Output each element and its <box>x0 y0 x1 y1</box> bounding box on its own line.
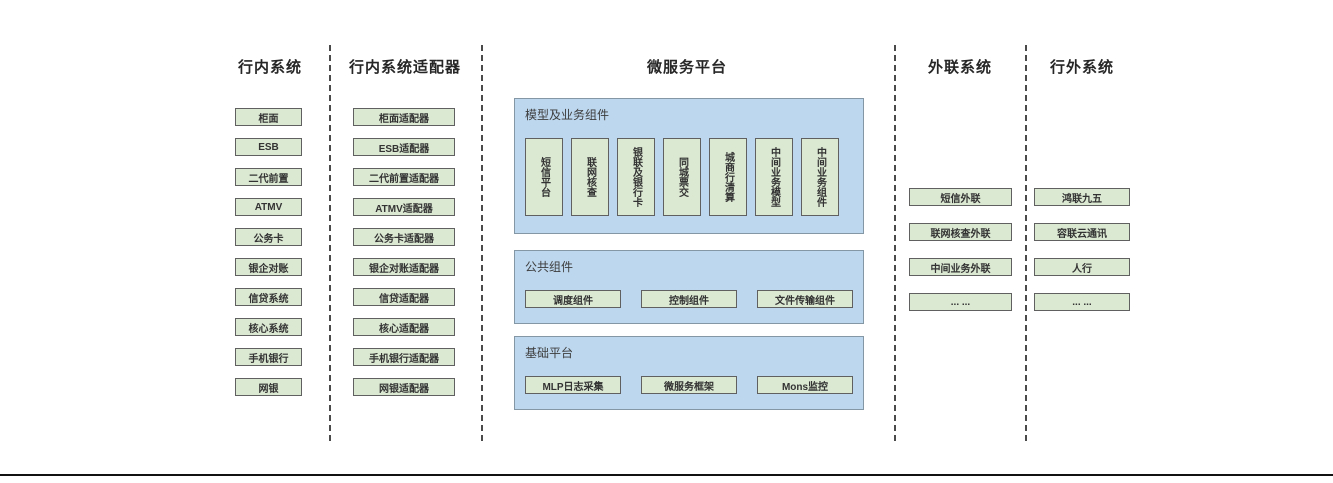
adapter-box: 网银适配器 <box>353 378 455 396</box>
common-component-box: 控制组件 <box>641 290 737 308</box>
adapter-box: ATMV适配器 <box>353 198 455 216</box>
panel-model-business-components: 模型及业务组件 短信平台联网核查银联及银行卡同城票交城商行清算中间业务模型中间业… <box>514 98 864 234</box>
column-header-internal-adapters: 行内系统适配器 <box>348 59 461 76</box>
internal-adapters-list: 柜面适配器 ESB适配器二代前置适配器 ATMV适配器公务卡适配器银企对账适配器信贷… <box>353 108 455 396</box>
adapter-box: 核心适配器 <box>353 318 455 336</box>
internal-system-box: 信贷系统 <box>235 288 302 306</box>
internal-system-box: 二代前置 <box>235 168 302 186</box>
adapter-box: 信贷适配器 <box>353 288 455 306</box>
column-divider-4 <box>1025 45 1027 443</box>
base-platform-box: 微服务框架 <box>641 376 737 394</box>
base-platform-list: MLP日志采集 微服务框架 Mons监控 <box>525 376 853 394</box>
internal-systems-list: 柜面 ESB 二代前置 ATMV 公务卡银企对账信贷系统核心系统手机银行网银 <box>235 108 302 396</box>
external-link-box: 中间业务外联 <box>909 258 1012 276</box>
outside-system-box: ... ... <box>1034 293 1130 311</box>
external-link-box: 短信外联 <box>909 188 1012 206</box>
adapter-box: 银企对账适配器 <box>353 258 455 276</box>
outside-system-box: 鸿联九五 <box>1034 188 1130 206</box>
internal-system-box: 公务卡 <box>235 228 302 246</box>
business-component-box: 联网核查 <box>571 138 609 216</box>
panel-label-model-business-components: 模型及业务组件 <box>525 108 610 122</box>
internal-system-box: 银企对账 <box>235 258 302 276</box>
adapter-box: 手机银行适配器 <box>353 348 455 366</box>
outside-system-box: 人行 <box>1034 258 1130 276</box>
column-divider-2 <box>481 45 483 443</box>
business-component-box: 中间业务模型 <box>755 138 793 216</box>
business-component-box: 城商行清算 <box>709 138 747 216</box>
internal-system-box: 网银 <box>235 378 302 396</box>
internal-system-box: 核心系统 <box>235 318 302 336</box>
common-component-box: 调度组件 <box>525 290 621 308</box>
external-link-box: 联网核查外联 <box>909 223 1012 241</box>
column-header-internal-systems: 行内系统 <box>237 59 302 76</box>
outside-system-box: 容联云通讯 <box>1034 223 1130 241</box>
internal-system-box: ESB <box>235 138 302 156</box>
external-link-systems-list: 短信外联联网核查外联中间业务外联 ... ... <box>909 188 1012 311</box>
internal-system-box: ATMV <box>235 198 302 216</box>
internal-system-box: 柜面 <box>235 108 302 126</box>
panel-label-base-platform: 基础平台 <box>525 346 574 360</box>
base-platform-box: MLP日志采集 <box>525 376 621 394</box>
panel-base-platform: 基础平台 MLP日志采集 微服务框架 Mons监控 <box>514 336 864 410</box>
adapter-box: 柜面适配器 <box>353 108 455 126</box>
model-business-components-list: 短信平台联网核查银联及银行卡同城票交城商行清算中间业务模型中间业务组件 <box>525 138 853 216</box>
column-divider-3 <box>894 45 896 443</box>
base-platform-box: Mons监控 <box>757 376 853 394</box>
business-component-box: 中间业务组件 <box>801 138 839 216</box>
business-component-box: 同城票交 <box>663 138 701 216</box>
column-header-microservice-platform: 微服务平台 <box>646 59 727 76</box>
panel-common-components: 公共组件 调度组件 控制组件 文件传输组件 <box>514 250 864 324</box>
outside-systems-list: 鸿联九五容联云通讯人行 ... ... <box>1034 188 1130 311</box>
business-component-box: 短信平台 <box>525 138 563 216</box>
column-header-external-link-systems: 外联系统 <box>927 59 992 76</box>
bottom-rule <box>0 474 1333 476</box>
internal-system-box: 手机银行 <box>235 348 302 366</box>
adapter-box: ESB适配器 <box>353 138 455 156</box>
adapter-box: 二代前置适配器 <box>353 168 455 186</box>
adapter-box: 公务卡适配器 <box>353 228 455 246</box>
column-header-outside-systems: 行外系统 <box>1049 59 1114 76</box>
common-components-list: 调度组件 控制组件 文件传输组件 <box>525 290 853 308</box>
common-component-box: 文件传输组件 <box>757 290 853 308</box>
column-divider-1 <box>329 45 331 443</box>
panel-label-common-components: 公共组件 <box>525 260 574 274</box>
external-link-box: ... ... <box>909 293 1012 311</box>
business-component-box: 银联及银行卡 <box>617 138 655 216</box>
